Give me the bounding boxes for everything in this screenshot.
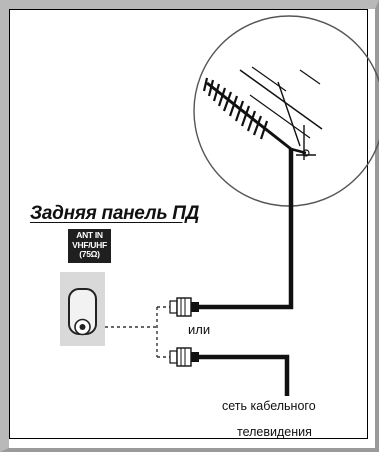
cable-network-label: сеть кабельного bbox=[222, 399, 316, 413]
antenna-input-badge: ANT IN VHF/UHF (75Ω) bbox=[68, 229, 111, 263]
coax-plug-icon bbox=[169, 297, 199, 317]
badge-line: (75Ω) bbox=[79, 249, 100, 259]
antenna-icon bbox=[202, 66, 323, 160]
coax-plug-icon bbox=[169, 347, 199, 367]
antenna-circle bbox=[193, 15, 379, 207]
dashed-connector bbox=[105, 306, 170, 358]
coax-jack-icon bbox=[60, 272, 105, 346]
diagram-border bbox=[9, 9, 368, 439]
badge-line: ANT IN bbox=[76, 230, 103, 240]
antenna-cable bbox=[199, 149, 294, 310]
cable-network-line bbox=[199, 354, 290, 396]
or-label: или bbox=[188, 322, 211, 337]
panel-title: Задняя панель ПД bbox=[30, 203, 200, 224]
cable-network-label: телевидения bbox=[237, 425, 312, 439]
badge-line: VHF/UHF bbox=[72, 239, 107, 250]
